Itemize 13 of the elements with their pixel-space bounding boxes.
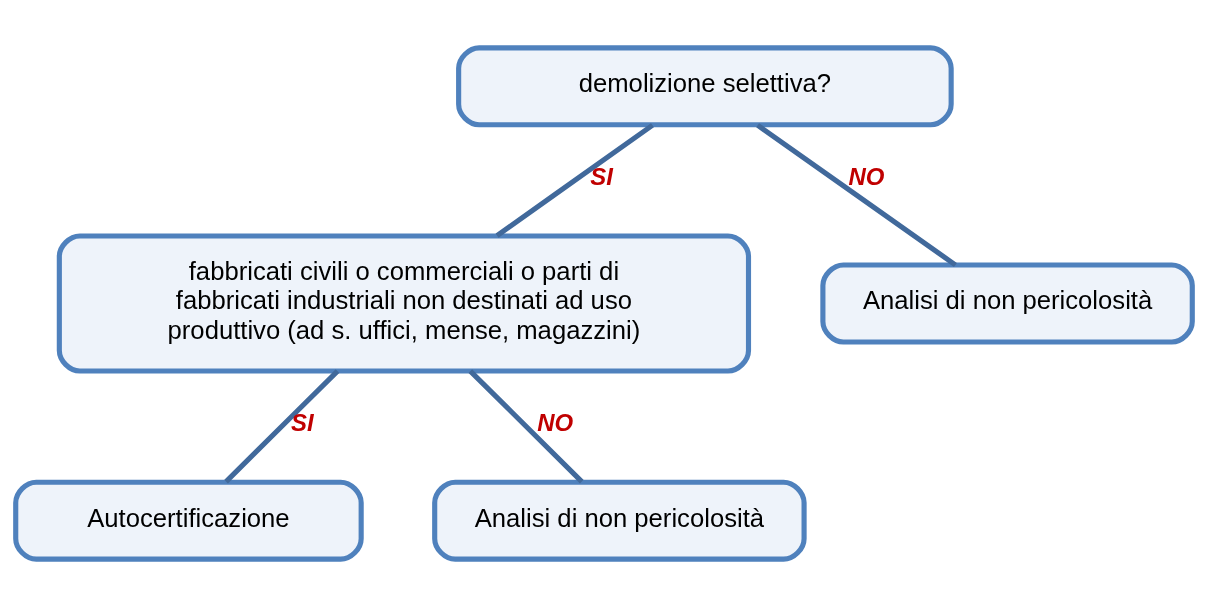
connector: [495, 123, 654, 238]
edge-label: SI: [590, 162, 613, 190]
connector: [468, 369, 584, 484]
edge-label: NO: [537, 409, 574, 437]
node-box: Autocertificazione: [13, 479, 364, 562]
node-box: fabbricati civili o commerciali o parti di fabbricati industriali non destinati ad uso produttivo (ad s. uffici, mense, magazzini): [56, 233, 752, 374]
edge-label: SI: [291, 409, 314, 437]
connector: [224, 369, 340, 484]
node-box: demolizione selettiva?: [456, 45, 954, 128]
connector: [756, 123, 957, 268]
node-box: Analisi di non pericolosità: [432, 479, 807, 562]
edge-label: NO: [848, 162, 885, 190]
node-box: Analisi di non pericolosità: [820, 262, 1195, 345]
